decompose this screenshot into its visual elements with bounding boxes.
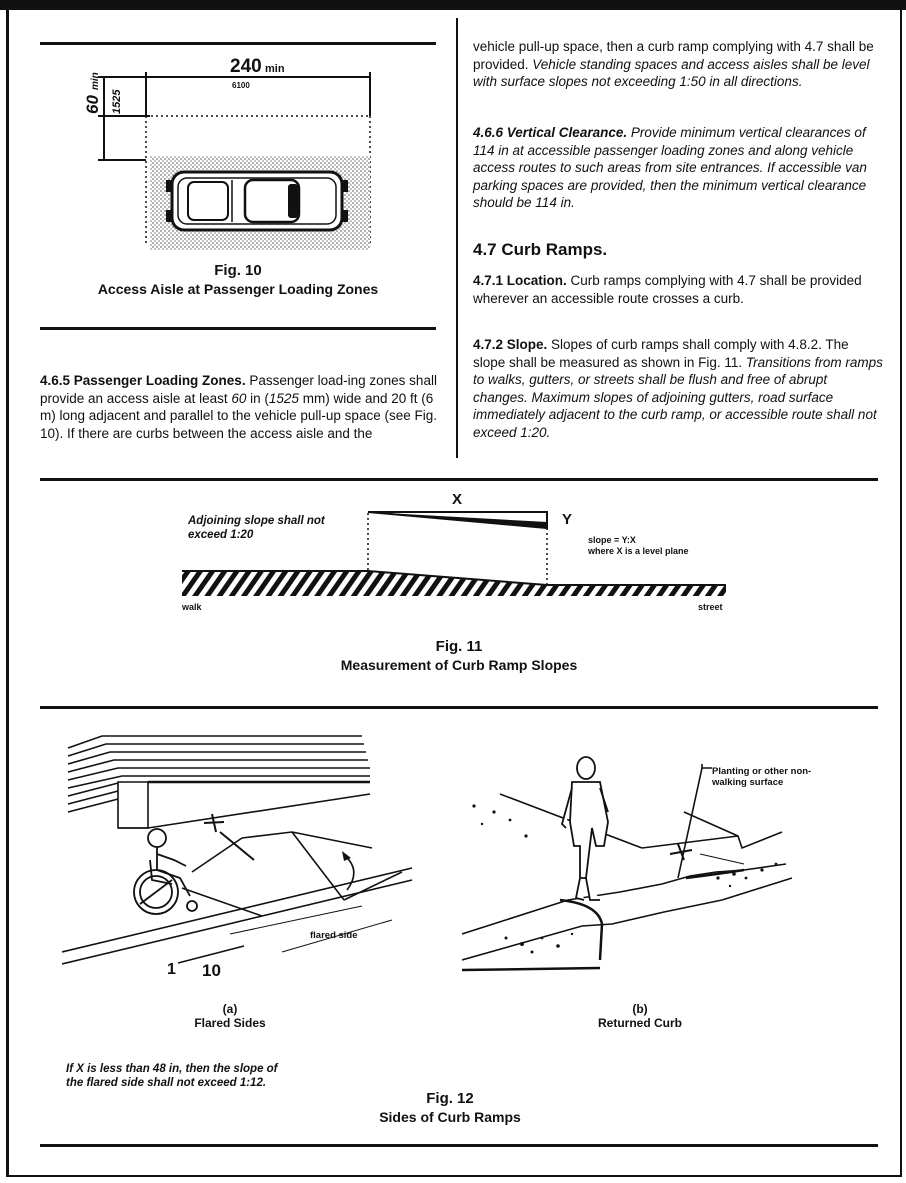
fig11-y-label: Y: [562, 511, 572, 528]
fig11-title: Measurement of Curb Ramp Slopes: [340, 657, 578, 673]
fig12a-flared-side-label: flared side: [310, 930, 358, 941]
fig12a-diagram: flared side 1 10 X: [62, 735, 413, 980]
fig12-label: Fig. 12: [426, 1090, 474, 1107]
fig11-slope-eq: slope = Y:X: [588, 535, 636, 545]
sec465-body3: mm) wide and 20 ft (6 m) long adjacent a…: [40, 390, 437, 441]
fig12b-caption: (b) Returned Curb: [570, 1002, 710, 1030]
column-divider: [456, 18, 458, 458]
fig11-diagram: X Y slope = Y:X where X is a level plane…: [181, 491, 726, 612]
sec47-heading: 4.7 Curb Ramps.: [473, 240, 608, 259]
fig12a-title: Flared Sides: [194, 1016, 266, 1030]
fig10-dim-60-min: min: [90, 72, 101, 90]
fig10-bottom-rule: [40, 327, 436, 330]
section-4-7-2: 4.7.2 Slope. Slopes of curb ramps shall …: [473, 336, 883, 441]
fig12-title: Sides of Curb Ramps: [379, 1109, 521, 1125]
fig12b-planting-label: Planting or other non-walking surface: [712, 766, 812, 788]
fig12a-ratio-1: 1: [167, 961, 176, 978]
fig12-bottom-rule: [40, 1144, 878, 1147]
right-cont1: vehicle pull-up space, then a curb ramp …: [473, 39, 874, 72]
sec465-body2: in (: [246, 390, 269, 406]
fig10-dim-6100: 6100: [232, 81, 250, 90]
fig11-walk-label: walk: [181, 602, 203, 612]
bottom-border: [6, 1175, 902, 1177]
fig11-slope-where: where X is a level plane: [587, 546, 689, 556]
fig11-top-rule: [40, 478, 878, 481]
sec465-body1: Passenger load-ing zones shall provide a…: [40, 373, 437, 406]
fig10-diagram: 240 min 6100 60 min 1525: [83, 56, 371, 250]
sec465-v1525: 1525: [268, 390, 299, 406]
fig10-dim-240: 240: [230, 56, 262, 77]
fig11-x-label: X: [452, 491, 462, 508]
sec472-body2: Transitions from ramps to walks, gutters…: [473, 354, 883, 440]
fig10-title: Access Aisle at Passenger Loading Zones: [97, 281, 379, 297]
sec472-body1: Slopes of curb ramps shall comply with 4…: [473, 337, 849, 370]
right-border: [900, 10, 902, 1175]
fig12b-diagram: X: [462, 756, 793, 972]
sec471-body: Curb ramps complying with 4.7 shall be p…: [473, 273, 862, 306]
fig10-caption: Fig. 10 Access Aisle at Passenger Loadin…: [40, 262, 436, 298]
fig12-caption: Fig. 12 Sides of Curb Ramps: [300, 1090, 600, 1126]
fig11-caption: Fig. 11 Measurement of Curb Ramp Slopes: [40, 638, 878, 674]
section-4-7-1: 4.7.1 Location. Curb ramps complying wit…: [473, 272, 883, 307]
sec471-title: 4.7.1 Location.: [473, 273, 567, 288]
fig12b-label: (b): [632, 1002, 648, 1016]
fig10-dim-60: 60: [83, 95, 102, 114]
fig11-adjoining-note: Adjoining slope shall not exceed 1:20: [188, 515, 325, 541]
section-4-6-5: 4.6.5 Passenger Loading Zones. Passenger…: [40, 372, 438, 442]
fig10-dim-min: min: [265, 63, 285, 75]
sec466-body: Provide minimum vertical clearances of 1…: [473, 125, 867, 210]
fig12a-caption: (a) Flared Sides: [160, 1002, 300, 1030]
sec465-v60: 60: [231, 390, 247, 406]
section-4-6-6: 4.6.6 Vertical Clearance. Provide minimu…: [473, 124, 883, 212]
fig10-dim-1525: 1525: [111, 89, 123, 114]
sec465-continuation: vehicle pull-up space, then a curb ramp …: [473, 38, 883, 91]
sec465-title: 4.6.5 Passenger Loading Zones.: [40, 373, 246, 388]
fig11-street-label: street: [698, 602, 723, 612]
left-border: [6, 10, 9, 1175]
fig12-note: If X is less than 48 in, then the slope …: [66, 1063, 278, 1089]
fig10-top-rule: [40, 42, 436, 45]
sec472-title: 4.7.2 Slope.: [473, 337, 548, 352]
sec466-title: 4.6.6 Vertical Clearance.: [473, 125, 628, 140]
fig10-label: Fig. 10: [214, 262, 262, 279]
top-border: [0, 0, 906, 10]
fig11-bottom-rule: [40, 706, 878, 709]
fig12a-ratio-10: 10: [202, 961, 221, 980]
fig11-label: Fig. 11: [435, 638, 483, 655]
fig12b-title: Returned Curb: [598, 1016, 682, 1030]
right-cont2: Vehicle standing spaces and access aisle…: [473, 56, 870, 90]
fig12a-label: (a): [222, 1002, 238, 1016]
